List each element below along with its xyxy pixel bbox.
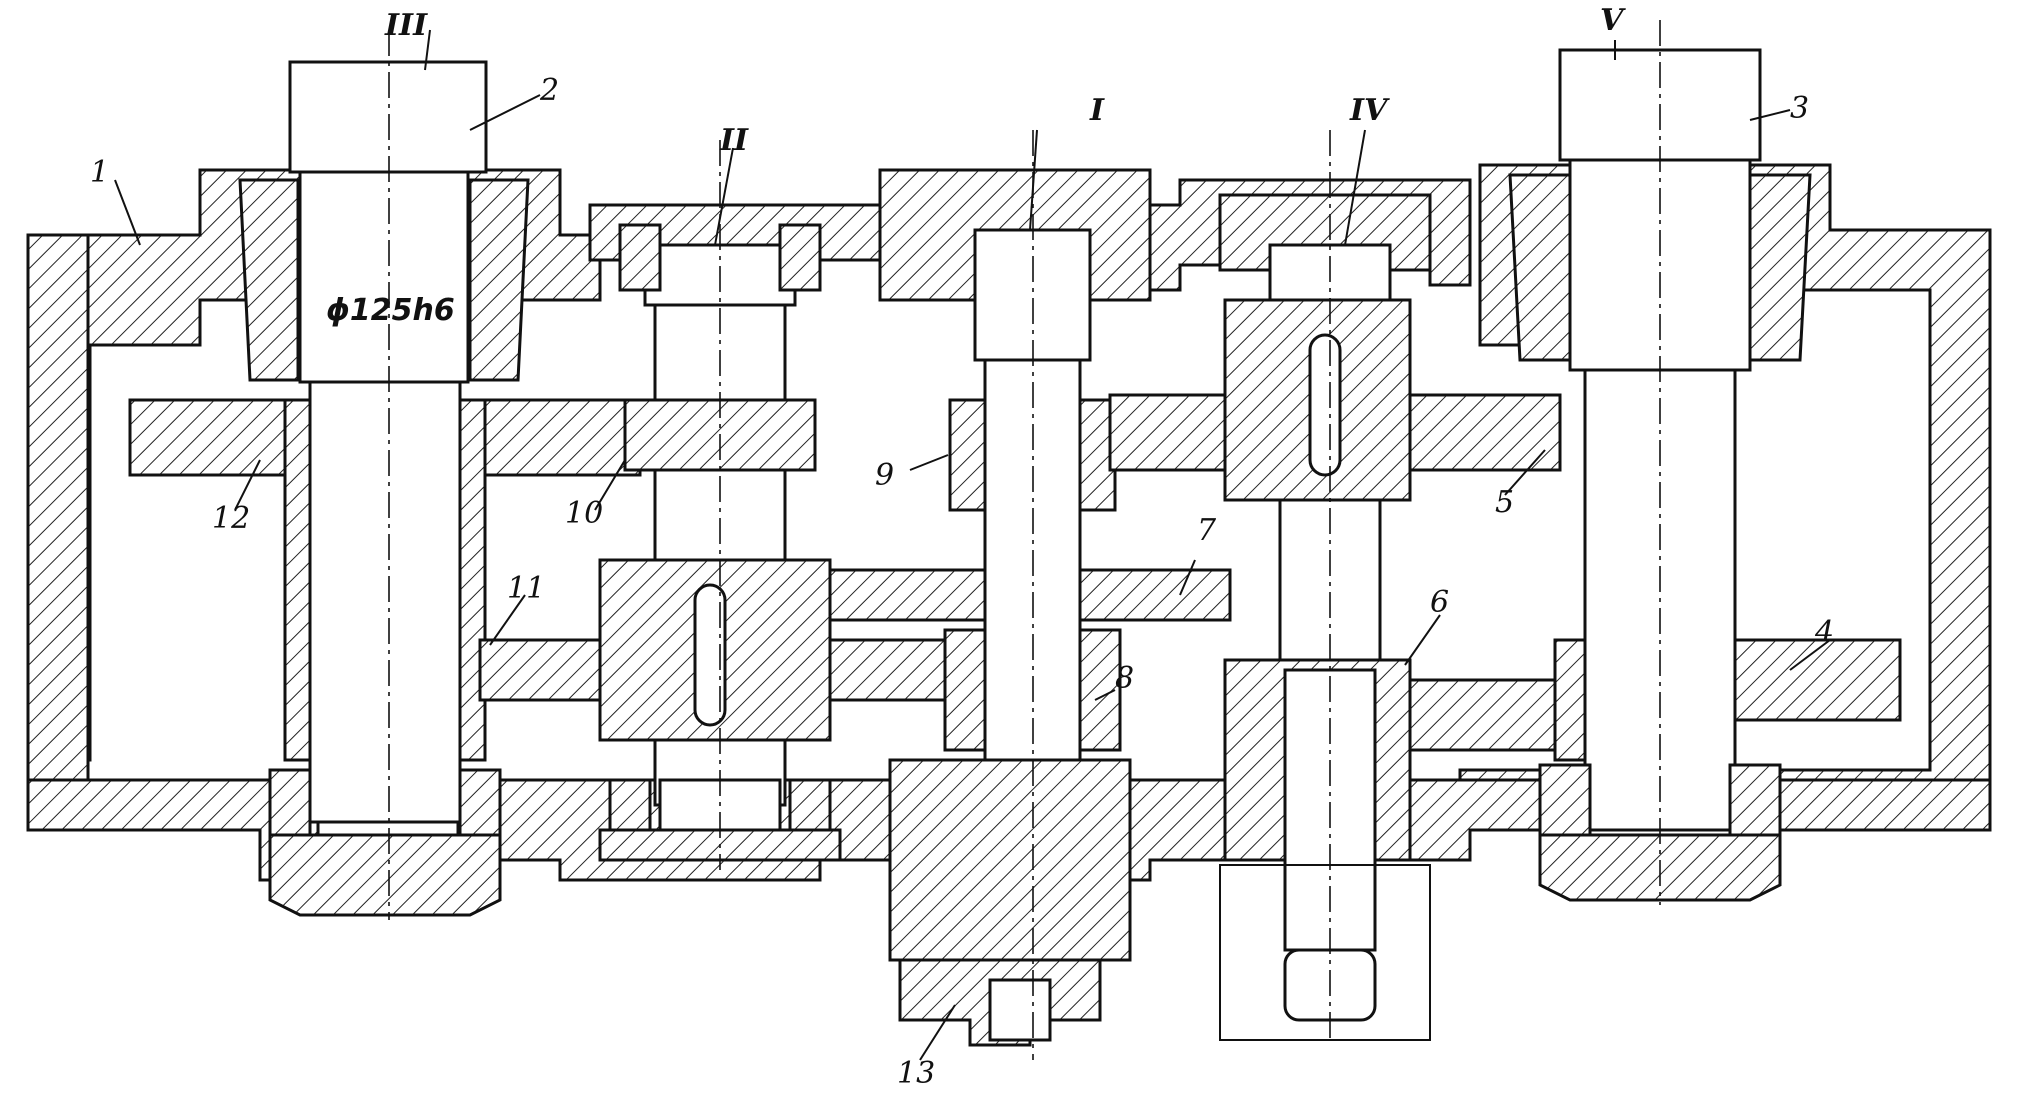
pump-plug xyxy=(988,978,1052,1042)
bearing-III-upper-right xyxy=(468,178,530,382)
gear-9-right xyxy=(1078,398,1117,512)
lower-bracket-IV xyxy=(1219,864,1431,1041)
bearing-III-upper-left xyxy=(238,178,300,382)
gear-7 xyxy=(1078,568,1232,622)
key-slot-II xyxy=(693,583,727,727)
label-part-5: 5 xyxy=(1495,485,1514,520)
label-part-9: 9 xyxy=(875,458,894,493)
key-slot-IV xyxy=(1308,333,1342,477)
label-part-2: 2 xyxy=(539,73,559,108)
gear-11-right xyxy=(828,638,952,702)
bearing-III-lower-right xyxy=(458,768,502,842)
label-shaft-I: I xyxy=(1089,93,1105,128)
shaft-III-assembly xyxy=(128,30,642,920)
label-shaft-III: III xyxy=(384,8,428,43)
gear-4-hub-left xyxy=(1553,638,1587,762)
label-part-1: 1 xyxy=(90,155,109,190)
shaft-III-body xyxy=(308,380,462,824)
bearing-V-upper-left xyxy=(1508,173,1572,362)
label-part-8: 8 xyxy=(1115,661,1134,696)
bearing-II-top-right xyxy=(778,223,822,292)
shaft-IV-assembly xyxy=(1108,130,1582,1041)
bearing-II-bottom-left xyxy=(608,778,652,832)
label-part-10: 10 xyxy=(565,496,603,531)
shaft-I-top xyxy=(973,228,1092,362)
bearing-III-lower-left xyxy=(268,768,312,842)
dimension-label: ϕ125h6 xyxy=(326,293,455,328)
label-part-6: 6 xyxy=(1430,585,1449,620)
label-shaft-II: II xyxy=(719,123,749,158)
gear-8 xyxy=(1078,628,1122,752)
gear-7-left xyxy=(828,568,987,622)
label-part-3: 3 xyxy=(1790,91,1809,126)
shaft-V-assembly xyxy=(1508,20,1902,905)
label-part-7: 7 xyxy=(1197,513,1217,548)
shaft-III-end xyxy=(288,60,488,174)
part-labels: III II I IV V 1 2 3 4 5 6 7 8 9 10 11 12… xyxy=(90,3,1834,1091)
gear-12-right xyxy=(458,398,642,477)
label-shaft-V: V xyxy=(1600,3,1626,38)
bearing-V-lower-right xyxy=(1728,763,1782,837)
gear-12-hub-left xyxy=(283,398,312,762)
gear-4 xyxy=(1733,638,1902,722)
gear-12 xyxy=(128,398,312,477)
label-part-4: 4 xyxy=(1814,615,1834,650)
label-part-11: 11 xyxy=(507,571,545,606)
gear-9 xyxy=(948,398,987,512)
gear-11 xyxy=(478,638,602,702)
bearing-II-bottom-right xyxy=(788,778,832,832)
label-part-12: 12 xyxy=(212,501,250,536)
gear-8-left xyxy=(943,628,987,752)
bearing-V-lower-left xyxy=(1538,763,1592,837)
gear-5-left xyxy=(1108,393,1227,472)
leader-lines xyxy=(114,29,1831,1061)
gear-12-hub-right xyxy=(458,398,487,762)
lower-bearing-housing-I xyxy=(888,758,1132,962)
bearing-V-upper-right xyxy=(1748,173,1812,362)
gear-5 xyxy=(1408,393,1562,472)
label-shaft-IV: IV xyxy=(1349,93,1390,128)
shaft-I-assembly xyxy=(828,130,1232,1060)
shaft-III-journal xyxy=(298,170,470,384)
end-cap-III xyxy=(268,833,502,917)
label-part-13: 13 xyxy=(897,1056,935,1091)
bearing-II-top-left xyxy=(618,223,662,292)
shaft-II-assembly xyxy=(478,140,952,870)
